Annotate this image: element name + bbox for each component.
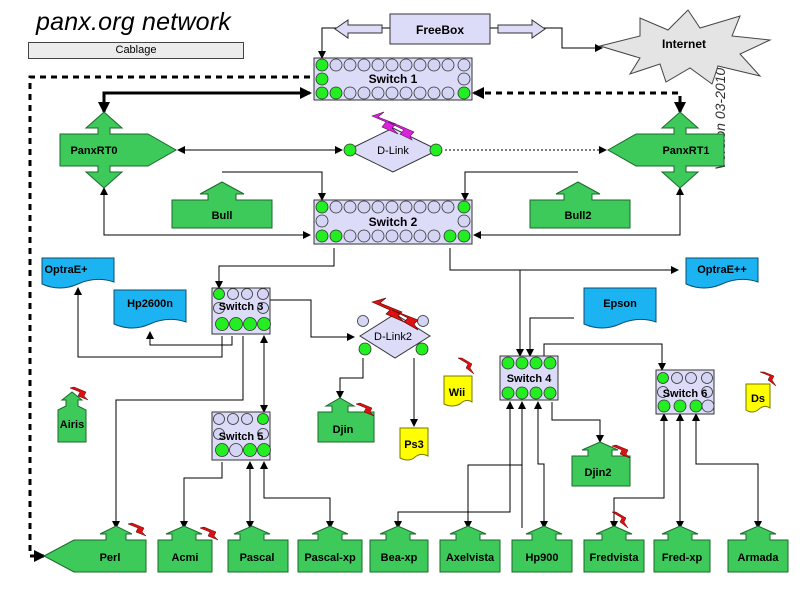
- axelvista-host: Axelvista: [439, 525, 501, 573]
- optrae-plus-label: OptraE+: [44, 264, 87, 276]
- djin2-label: Djin2: [585, 467, 612, 479]
- hp900-label: Hp900: [525, 552, 558, 564]
- fredvista-label: Fredvista: [590, 552, 640, 564]
- switch-4-label: Switch 4: [507, 373, 553, 385]
- wifi-icon: [371, 297, 405, 323]
- wifi-icon: [69, 386, 89, 401]
- wifi-icon: [611, 444, 631, 459]
- acmi-host: Acmi: [157, 525, 219, 573]
- freebox-node: FreeBox: [334, 13, 546, 45]
- perl-host: Perl: [42, 522, 147, 573]
- djin-label: Djin: [333, 424, 354, 436]
- switch-3-label: Switch 3: [219, 301, 264, 313]
- switch-1: Switch 1: [313, 57, 473, 101]
- panxrt1-router: PanxRT1: [606, 111, 725, 189]
- wifi-icon: [611, 511, 629, 529]
- switch-2-label: Switch 2: [369, 215, 418, 229]
- wifi-icon: [355, 402, 375, 417]
- bull2-label: Bull2: [565, 210, 592, 222]
- internet-cloud: Internet: [598, 9, 772, 85]
- ps3-label: Ps3: [404, 439, 424, 451]
- wifi-icon: [199, 526, 219, 541]
- connections: [28, 27, 762, 562]
- fred-xp-host: Fred-xp: [653, 525, 711, 573]
- bea-xp-label: Bea-xp: [381, 552, 418, 564]
- armada-host: Armada: [727, 525, 789, 573]
- bull2-node: Bull2: [529, 181, 631, 229]
- wii-console: Wii: [443, 357, 475, 407]
- dlink-router: D-Link: [343, 111, 443, 173]
- optrae-plus-printer: OptraE+: [41, 257, 115, 289]
- pascal-xp-label: Pascal-xp: [304, 552, 356, 564]
- optrae-plusplus-label: OptraE++: [697, 264, 747, 276]
- panxrt1-label: PanxRT1: [662, 145, 709, 157]
- airis-host: Airis: [57, 386, 89, 443]
- hp2600n-printer: Hp2600n: [113, 289, 187, 329]
- dlink2-router: D-Link2: [357, 297, 431, 359]
- panxrt0-label: PanxRT0: [70, 145, 117, 157]
- axelvista-label: Axelvista: [446, 552, 495, 564]
- ds-label: Ds: [751, 393, 765, 405]
- dlink2-label: D-Link2: [374, 331, 412, 343]
- switch-5: Switch 5: [211, 411, 271, 461]
- fred-xp-label: Fred-xp: [662, 552, 703, 564]
- switch-1-label: Switch 1: [369, 72, 418, 86]
- epson-printer: Epson: [583, 287, 657, 329]
- perl-label: Perl: [100, 552, 121, 564]
- ps3-console: Ps3: [399, 427, 429, 461]
- hp2600n-label: Hp2600n: [127, 298, 173, 310]
- wifi-icon: [759, 371, 777, 387]
- pascal-label: Pascal: [240, 552, 275, 564]
- epson-label: Epson: [603, 298, 637, 310]
- fredvista-host: Fredvista: [583, 511, 645, 573]
- pascal-xp-host: Pascal-xp: [297, 525, 363, 573]
- djin2-host: Djin2: [571, 441, 631, 487]
- armada-label: Armada: [738, 552, 780, 564]
- switch-6: Switch 6: [655, 369, 715, 415]
- switch-5-label: Switch 5: [219, 431, 264, 443]
- hp900-host: Hp900: [511, 525, 573, 573]
- bull-label: Bull: [212, 210, 233, 222]
- diagram-subtitle: Cablage: [28, 42, 244, 59]
- airis-label: Airis: [60, 419, 84, 431]
- diagram-title: panx.org network: [36, 8, 231, 36]
- wifi-icon: [371, 111, 399, 135]
- ds-console: Ds: [745, 371, 777, 413]
- bea-xp-host: Bea-xp: [369, 525, 429, 573]
- wifi-icon: [127, 522, 147, 537]
- internet-label: Internet: [662, 37, 706, 51]
- switch-6-label: Switch 6: [663, 388, 708, 400]
- dlink-label: D-Link: [377, 145, 409, 157]
- panxrt0-router: PanxRT0: [59, 111, 178, 189]
- switch-3: Switch 3: [211, 287, 271, 335]
- optrae-plusplus-printer: OptraE++: [685, 257, 759, 289]
- switch-4: Switch 4: [499, 355, 559, 401]
- wifi-icon: [457, 357, 475, 375]
- acmi-label: Acmi: [172, 552, 199, 564]
- freebox-label: FreeBox: [416, 23, 464, 37]
- djin-host: Djin: [317, 397, 375, 443]
- pascal-host: Pascal: [227, 525, 289, 573]
- wii-label: Wii: [449, 387, 465, 399]
- bull-node: Bull: [171, 181, 273, 229]
- switch-2: Switch 2: [313, 199, 473, 245]
